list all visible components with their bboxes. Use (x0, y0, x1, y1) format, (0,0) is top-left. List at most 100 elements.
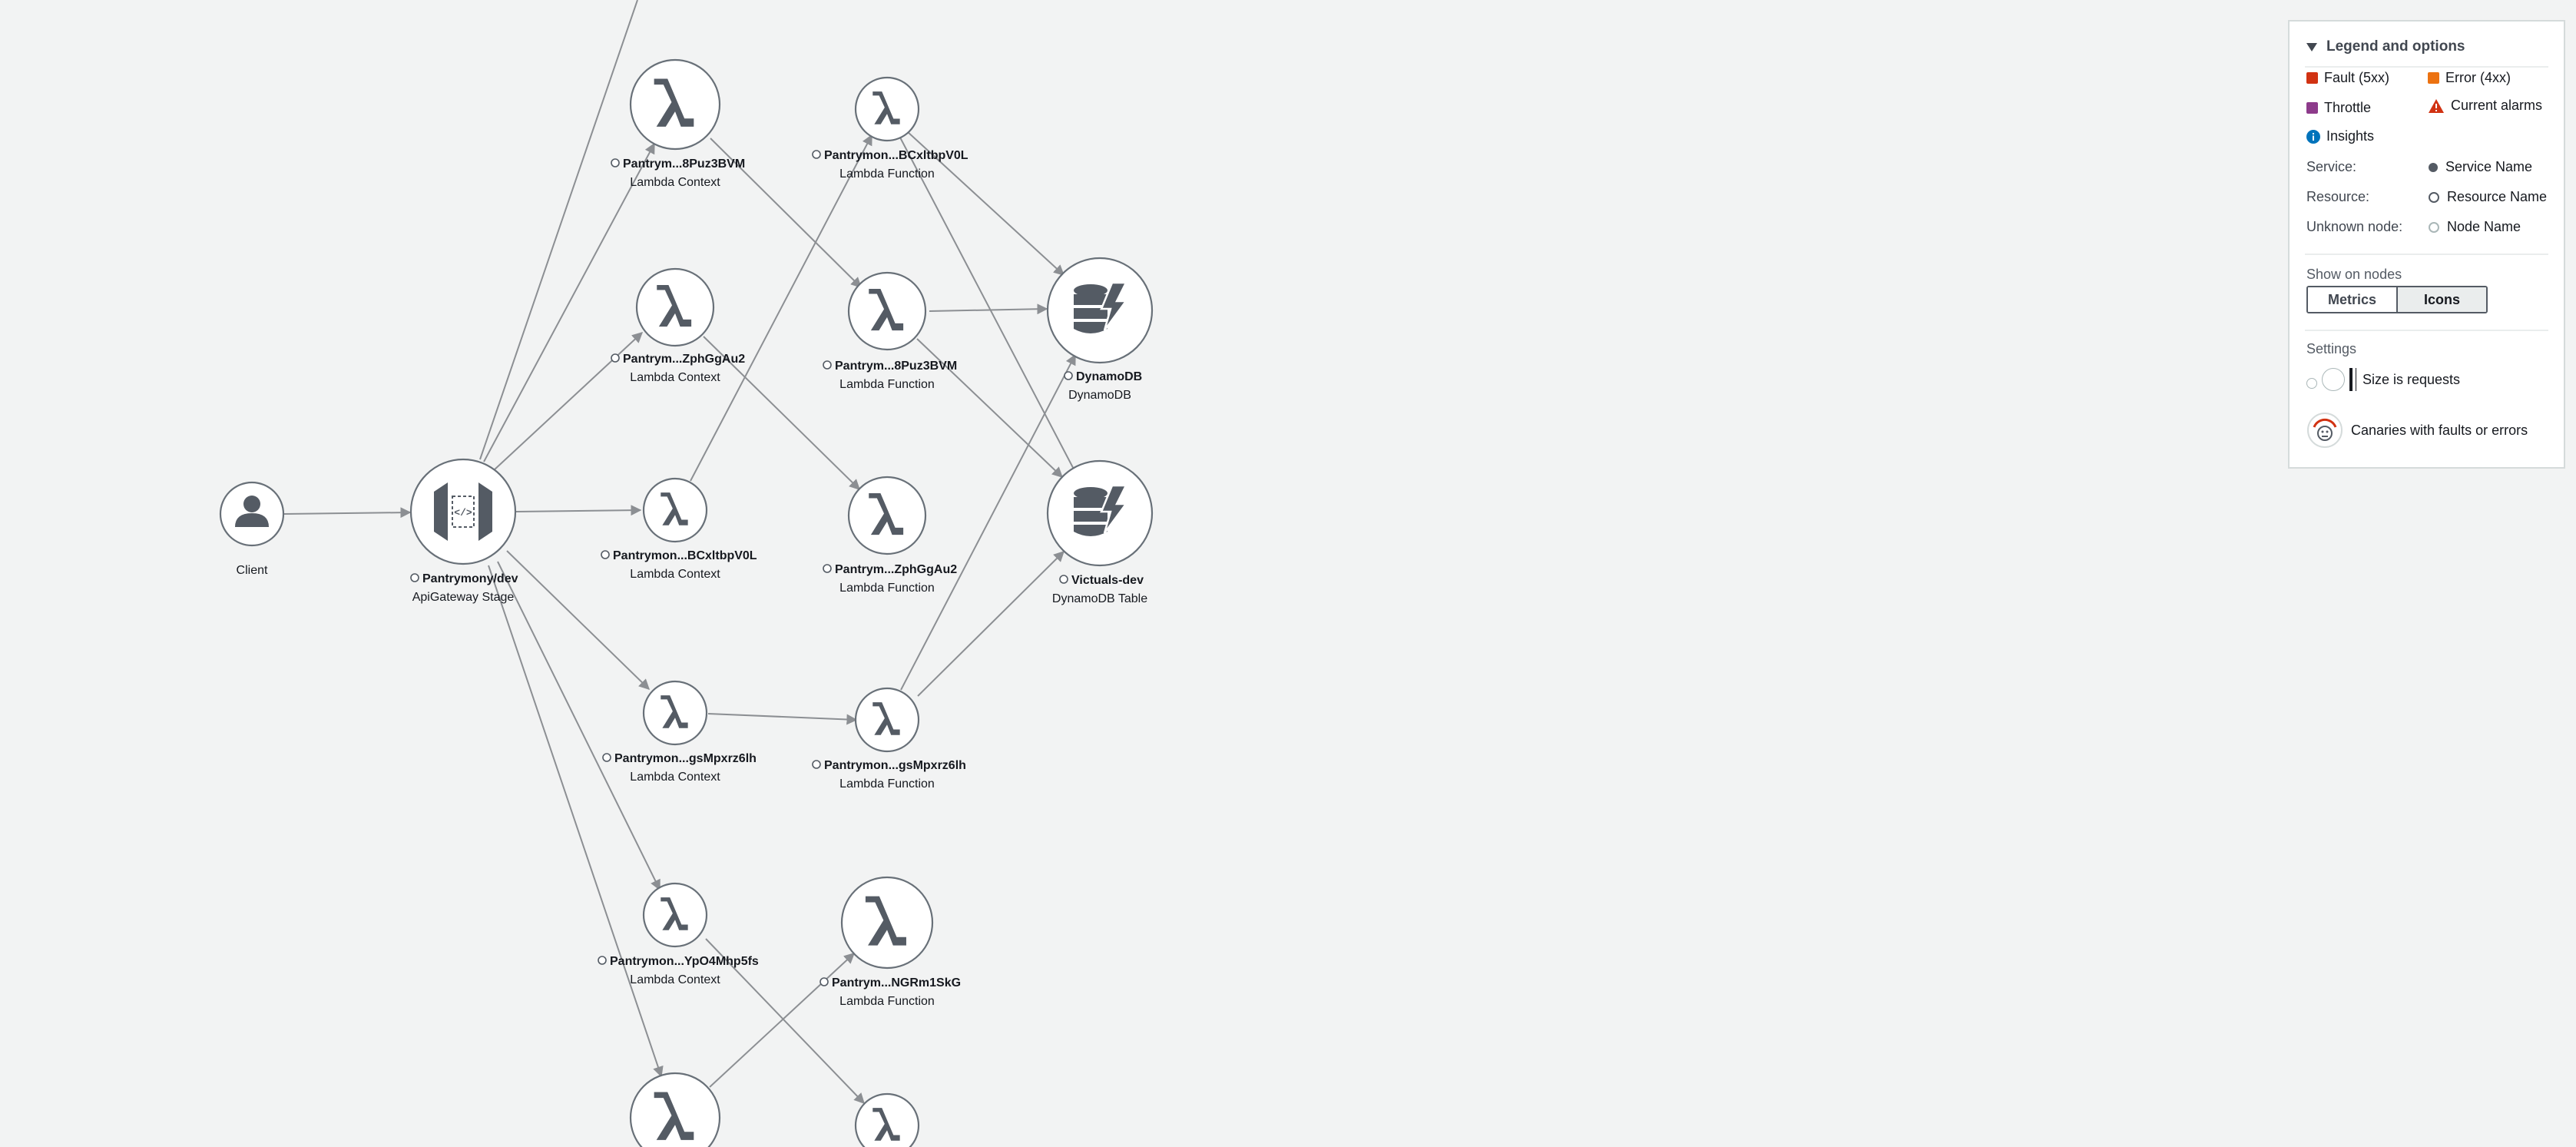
node-lambda-context-6[interactable] (629, 1072, 721, 1147)
large-circle-icon (2322, 368, 2345, 391)
legend-unknown-node: Node Name (2429, 219, 2521, 235)
throttle-label: Throttle (2324, 100, 2372, 115)
legend-resource: Resource Name (2429, 189, 2547, 205)
settings-heading: Settings (2306, 341, 2357, 356)
error-label: Error (4xx) (2445, 70, 2511, 85)
show-on-nodes-toggle: Metrics Icons (2306, 286, 2488, 313)
node-type: Lambda Context (630, 771, 720, 784)
unknown-node-key: Unknown node: (2306, 219, 2403, 234)
node-label: Pantrym...8Puz3BVM (623, 157, 745, 171)
thick-bar-icon (2349, 368, 2353, 391)
node-label: Pantrymony/dev (422, 572, 518, 585)
legend-error: Error (4xx) (2428, 70, 2511, 86)
node-lambda-context-4[interactable]: Pantrymon...gsMpxrz6lh Lambda Context (602, 680, 757, 784)
metrics-button[interactable]: Metrics (2308, 287, 2396, 312)
node-label: Pantrymon...gsMpxrz6lh (614, 752, 757, 765)
resource-indicator (601, 550, 610, 559)
node-label: Pantrym...NGRm1SkG (832, 976, 961, 990)
node-lambda-function-3[interactable]: Pantrym...ZphGgAu2 Lambda Function (823, 476, 957, 595)
error-swatch-icon (2428, 72, 2439, 84)
divider (2305, 254, 2548, 255)
insights-label: Insights (2326, 128, 2375, 144)
node-dynamodb-table[interactable]: Victuals-dev DynamoDB Table (1046, 459, 1154, 605)
resource-indicator (611, 158, 620, 167)
resource-indicator (602, 753, 611, 762)
node-label: Client (237, 564, 268, 577)
node-lambda-function-6[interactable] (854, 1092, 920, 1147)
resource-indicator (823, 564, 832, 573)
service-dot-icon (2429, 162, 2438, 172)
legend-toggle[interactable]: Legend and options (2306, 38, 2465, 55)
node-label: Pantrymon...BCxltbpV0L (613, 549, 757, 562)
legend-insights: Insights (2306, 128, 2374, 144)
divider (2305, 330, 2548, 331)
size-is-requests-label: Size is requests (2362, 371, 2461, 387)
unknown-ring-icon (2429, 221, 2439, 233)
node-label: Pantrymon...YpO4Mhp5fs (610, 955, 759, 968)
caret-down-icon (2306, 42, 2317, 51)
svg-text:</>: </> (454, 507, 472, 519)
node-type: Lambda Function (839, 167, 935, 181)
fault-label: Fault (5xx) (2324, 70, 2390, 85)
edges (283, 0, 1079, 1105)
small-circle-icon (2306, 378, 2317, 389)
node-label: Victuals-dev (1071, 574, 1144, 587)
node-lambda-context-5[interactable]: Pantrymon...YpO4Mhp5fs Lambda Context (598, 882, 759, 986)
legend-fault: Fault (5xx) (2306, 70, 2389, 86)
canary-icon (2307, 413, 2343, 448)
node-lambda-function-4[interactable]: Pantrymon...gsMpxrz6lh Lambda Function (812, 687, 966, 791)
resource-value: Resource Name (2447, 189, 2548, 204)
node-lambda-context-1[interactable]: Pantrym...8Puz3BVM Lambda Context (611, 58, 745, 189)
node-label: Pantrym...ZphGgAu2 (835, 563, 957, 576)
resource-ring-icon (2429, 191, 2439, 203)
show-on-nodes-heading: Show on nodes (2306, 267, 2402, 282)
legend-panel: Legend and options Fault (5xx) Error (4x… (2288, 20, 2565, 469)
info-icon (2306, 129, 2320, 144)
legend-title: Legend and options (2326, 38, 2465, 55)
resource-indicator (1064, 371, 1073, 380)
user-icon (235, 496, 269, 527)
api-gateway-icon: </> (434, 482, 492, 541)
node-lambda-context-2[interactable]: Pantrym...ZphGgAu2 Lambda Context (611, 267, 745, 384)
node-lambda-function-1[interactable]: Pantrymon...BCxltbpV0L Lambda Function (812, 76, 968, 181)
divider (2305, 66, 2548, 68)
node-lambda-function-2[interactable]: Pantrym...8Puz3BVM Lambda Function (823, 271, 957, 391)
dynamodb-table-icon (1074, 484, 1128, 536)
resource-indicator (410, 573, 419, 582)
service-value: Service Name (2445, 159, 2533, 174)
icons-button[interactable]: Icons (2396, 287, 2486, 312)
node-label: Pantrym...8Puz3BVM (835, 360, 957, 373)
fault-swatch-icon (2306, 72, 2318, 84)
dynamodb-icon (1074, 281, 1128, 333)
node-client[interactable]: Client (219, 481, 285, 577)
node-type: ApiGateway Stage (412, 591, 515, 604)
node-api-gateway[interactable]: </> Pantrymony/dev ApiGateway Stage (409, 458, 518, 604)
node-type: Lambda Context (630, 568, 720, 581)
unknown-value: Node Name (2447, 219, 2521, 234)
resource-indicator (819, 977, 829, 986)
resource-indicator (823, 360, 832, 370)
node-type: Lambda Function (839, 777, 935, 791)
size-is-requests-option[interactable]: Size is requests (2306, 368, 2460, 391)
node-type: DynamoDB (1068, 389, 1131, 402)
node-dynamodb[interactable]: DynamoDB DynamoDB (1046, 257, 1154, 402)
resource-indicator (1059, 575, 1068, 584)
resource-indicator (812, 150, 821, 159)
throttle-swatch-icon (2306, 102, 2318, 114)
node-type: Lambda Function (839, 995, 935, 1008)
node-type: Lambda Function (839, 378, 935, 391)
node-type: Lambda Context (630, 176, 720, 189)
alarms-label: Current alarms (2451, 98, 2543, 113)
node-lambda-context-3[interactable]: Pantrymon...BCxltbpV0L Lambda Context (601, 477, 757, 581)
canaries-option[interactable]: Canaries with faults or errors (2306, 412, 2528, 449)
node-label: Pantrymon...gsMpxrz6lh (824, 759, 966, 772)
legend-alarms: Current alarms (2428, 98, 2542, 114)
alarm-warning-icon (2429, 98, 2444, 113)
legend-service: Service Name (2429, 159, 2532, 175)
node-type: DynamoDB Table (1052, 592, 1147, 605)
node-lambda-function-5[interactable]: Pantrym...NGRm1SkG Lambda Function (819, 876, 961, 1008)
node-type: Lambda Context (630, 973, 720, 986)
service-key: Service: (2306, 159, 2357, 174)
node-type: Lambda Context (630, 371, 720, 384)
